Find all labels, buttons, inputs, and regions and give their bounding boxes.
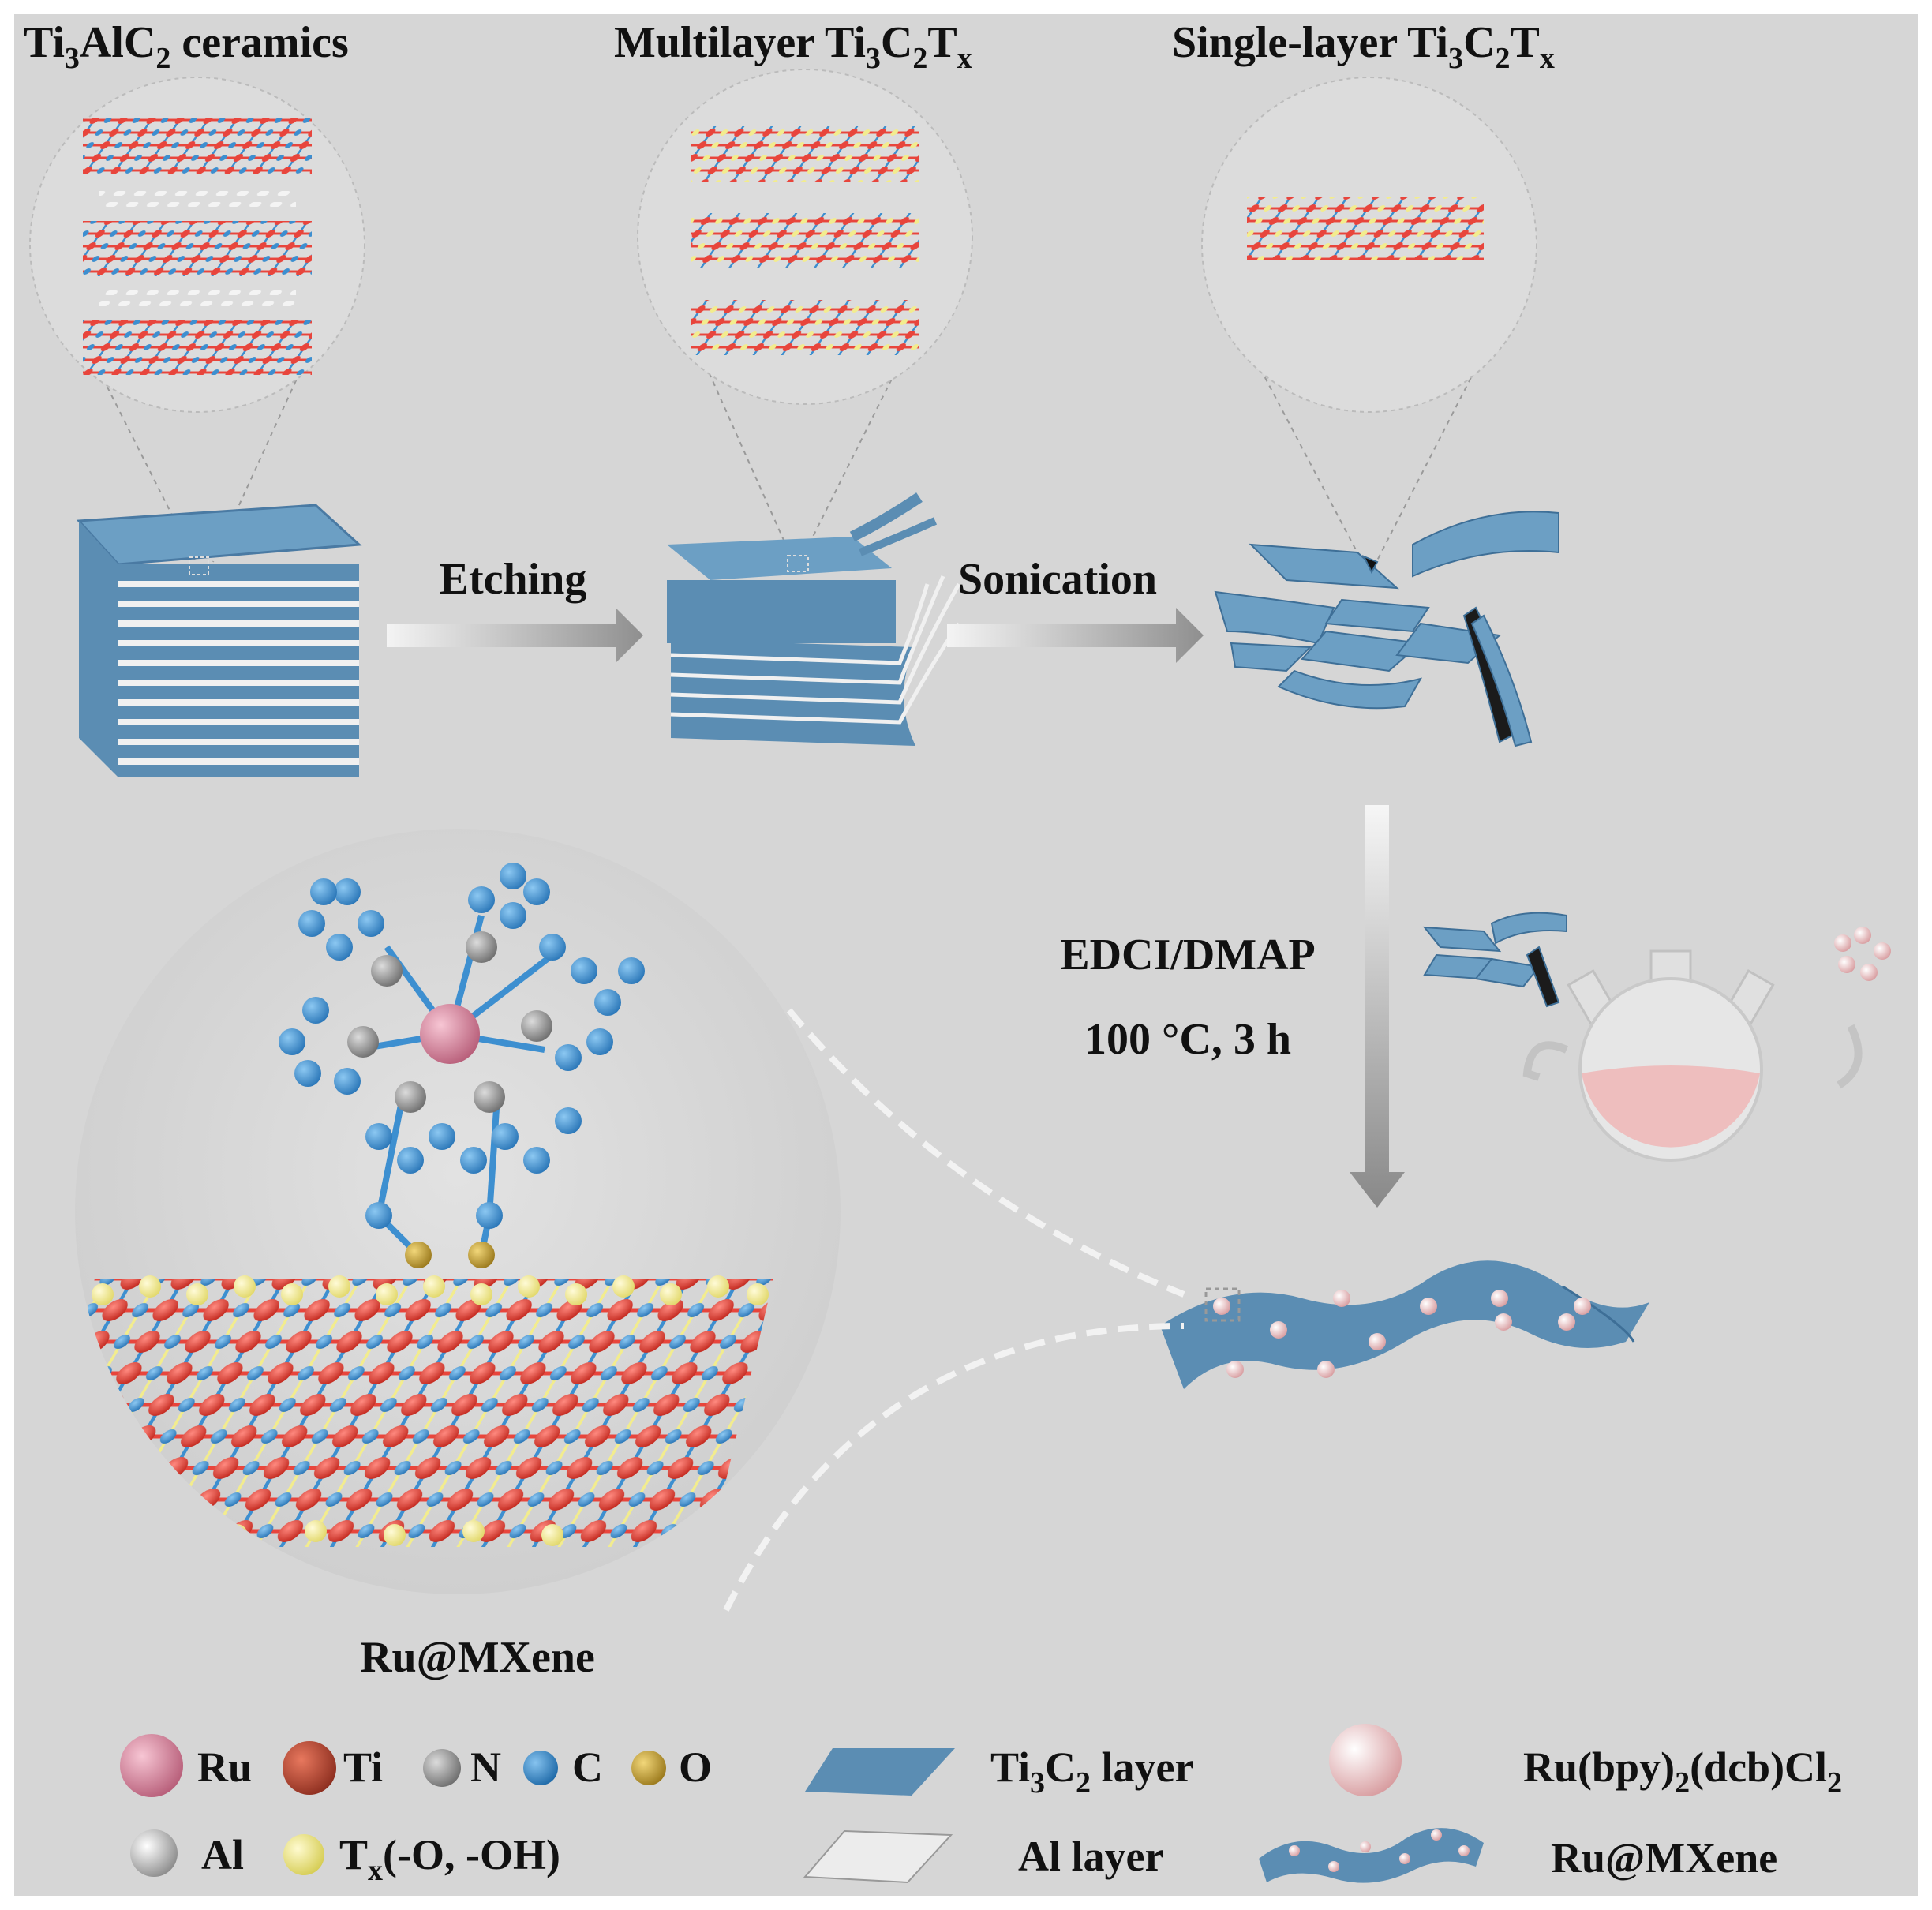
legend-ti-label: Ti [343,1743,383,1791]
sonication-label: Sonication [958,555,1157,604]
zoom-connectors [723,1008,1185,1612]
reagent-label: EDCI/DMAP [1060,931,1316,979]
legend-ru-complex-label: Ru(bpy)2(dcb)Cl2 [1523,1743,1842,1800]
arrow-sonication [947,608,1204,663]
legend-n-sphere [423,1749,461,1787]
legend-o-sphere [631,1751,666,1785]
ru-mxene-sheet [1160,1260,1649,1389]
condition-label: 100 °C, 3 h [1084,1015,1291,1064]
ti3alc2-block [76,504,362,777]
legend-o-label: O [679,1743,712,1791]
ru-complex-cluster-icon [1834,927,1891,981]
legend-ru-mxene-swatch [1259,1828,1484,1883]
legend-ru-complex-sphere [1329,1724,1402,1796]
legend-al-layer-label: Al layer [1018,1833,1163,1880]
legend: Ru Ti N C O Al Tx(-O, -OH) Ti3C2 layer A… [120,1724,1842,1887]
legend-c-label: C [572,1743,603,1791]
legend-c-sphere [523,1751,558,1785]
zoom-circle-ceramics [29,77,365,563]
legend-tx-label: Tx(-O, -OH) [339,1831,560,1887]
multilayer-stack [667,492,961,746]
flask-icon [1522,949,1863,1162]
ceramics-title: Ti3AlC2 ceramics [24,18,349,75]
ru-mxene-magnified-circle [75,829,841,1594]
legend-ti3c2-layer-label: Ti3C2 layer [990,1743,1194,1800]
legend-n-label: N [470,1743,501,1791]
arrow-functionalization [1350,805,1405,1208]
legend-ru-mxene-label: Ru@MXene [1551,1834,1777,1882]
legend-ru-label: Ru [197,1743,252,1791]
mini-sheets-icon [1422,912,1567,1008]
ru-complex-molecule [279,863,645,1268]
zoom-circle-single-layer [1201,77,1537,561]
multilayer-title: Multilayer Ti3C2Tx [614,18,972,75]
legend-ti3c2-layer-swatch [805,1748,955,1796]
legend-al-sphere [130,1829,178,1877]
arrow-etching [387,608,643,663]
legend-ti-sphere [283,1741,336,1795]
tx-surface-row [92,1275,769,1546]
legend-al-layer-swatch [803,1829,953,1884]
legend-al-label: Al [201,1831,244,1878]
etching-label: Etching [440,555,587,604]
legend-ru-sphere [120,1734,183,1797]
ru-mxene-sheet-particles [1213,1290,1591,1378]
legend-tx-sphere [283,1834,324,1875]
zoom-circle-multilayer [637,69,973,553]
single-layer-title: Single-layer Ti3C2Tx [1172,18,1555,75]
single-layer-sheets [1214,511,1559,747]
ru-mxene-label: Ru@MXene [360,1633,595,1682]
